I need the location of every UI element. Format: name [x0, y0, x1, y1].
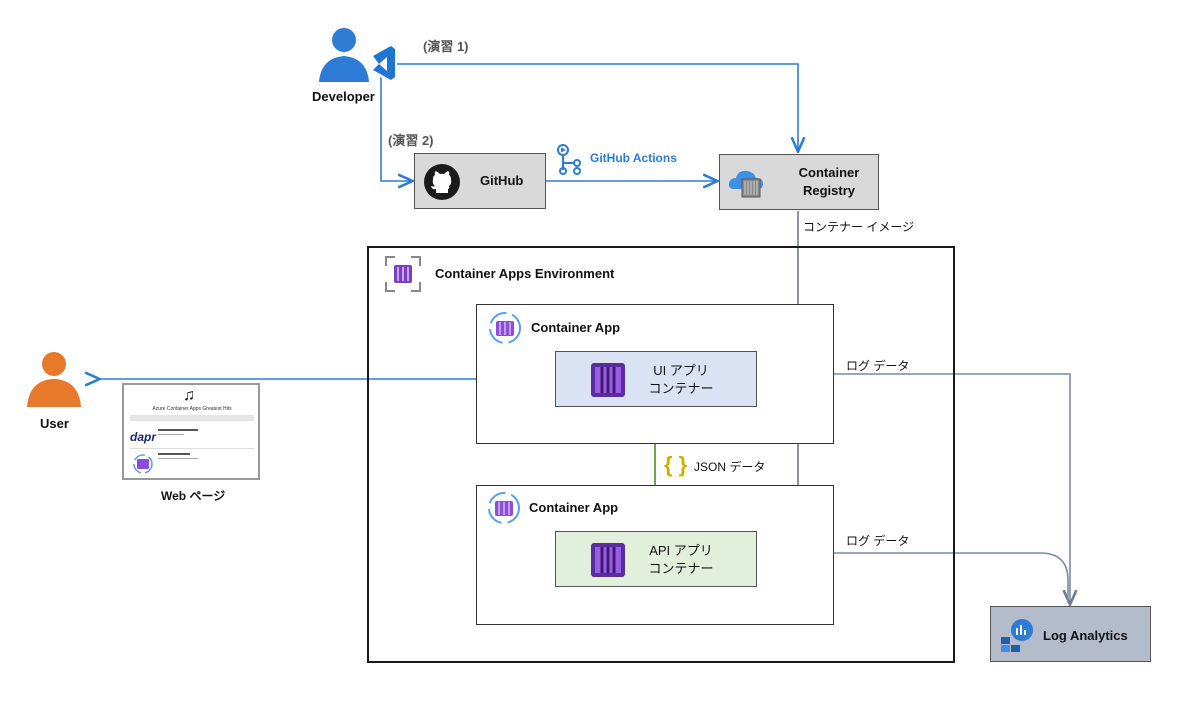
webpage-divider [130, 448, 254, 449]
github-label: GitHub [480, 173, 524, 188]
container-registry-box: Container Registry [719, 154, 879, 210]
dapr-logo: dapr [130, 430, 157, 444]
container-apps-environment [367, 246, 955, 663]
ui-container-icon [589, 361, 627, 404]
log-analytics-box: Log Analytics [990, 606, 1151, 662]
api-app-container: API アプリ コンテナー [555, 531, 757, 587]
user-icon [25, 350, 83, 413]
ui-container-app-icon [487, 310, 523, 351]
webpage-label: Web ページ [161, 489, 226, 503]
container-registry-icon [728, 167, 768, 204]
environment-title: Container Apps Environment [435, 266, 615, 281]
developer-icon [317, 26, 397, 84]
log-analytics-label: Log Analytics [1043, 628, 1128, 643]
arrow-developer-registry [395, 63, 798, 150]
webpage-tabs [130, 415, 254, 421]
log-data-label-api: ログ データ [846, 534, 910, 548]
exercise-2-label: (演習 2) [388, 133, 434, 148]
api-container-app-icon [486, 490, 522, 531]
container-registry-label: Container Registry [798, 165, 860, 198]
api-container-label: API アプリ コンテナー [648, 543, 714, 576]
arrow-ui-log [834, 373, 1070, 603]
github-icon [423, 163, 461, 206]
developer-label: Developer [312, 89, 375, 104]
user-label: User [40, 416, 69, 431]
log-analytics-icon [999, 617, 1035, 658]
container-apps-thumb-icon [132, 453, 154, 478]
log-data-label-ui: ログ データ [846, 359, 910, 373]
json-braces-icon: { } [664, 452, 688, 477]
json-data-label: JSON データ [694, 460, 766, 474]
github-actions-icon [556, 143, 588, 180]
webpage-row-1-sub [158, 434, 184, 435]
webpage-row-1 [158, 429, 198, 431]
api-container-icon [589, 541, 627, 584]
arrow-developer-github [380, 64, 411, 181]
api-container-app-title: Container App [529, 500, 619, 515]
ui-app-container: UI アプリ コンテナー [555, 351, 757, 407]
webpage-row-2 [158, 453, 190, 455]
github-box: GitHub [414, 153, 546, 209]
webpage-title: Azure Container Apps Greatest Hits [152, 406, 232, 412]
ui-container-app-title: Container App [531, 320, 621, 335]
container-image-label: コンテナー イメージ [803, 220, 915, 234]
arrow-api-log [834, 552, 1069, 603]
music-note-icon: ♫ [183, 387, 195, 404]
webpage-row-2-sub [158, 458, 198, 459]
webpage-thumbnail: ♫ Azure Container Apps Greatest Hits dap… [122, 383, 260, 480]
exercise-1-label: (演習 1) [423, 39, 469, 54]
environment-icon [383, 254, 423, 299]
ui-container-label: UI アプリ コンテナー [648, 363, 714, 396]
github-actions-label: GitHub Actions [590, 151, 677, 165]
